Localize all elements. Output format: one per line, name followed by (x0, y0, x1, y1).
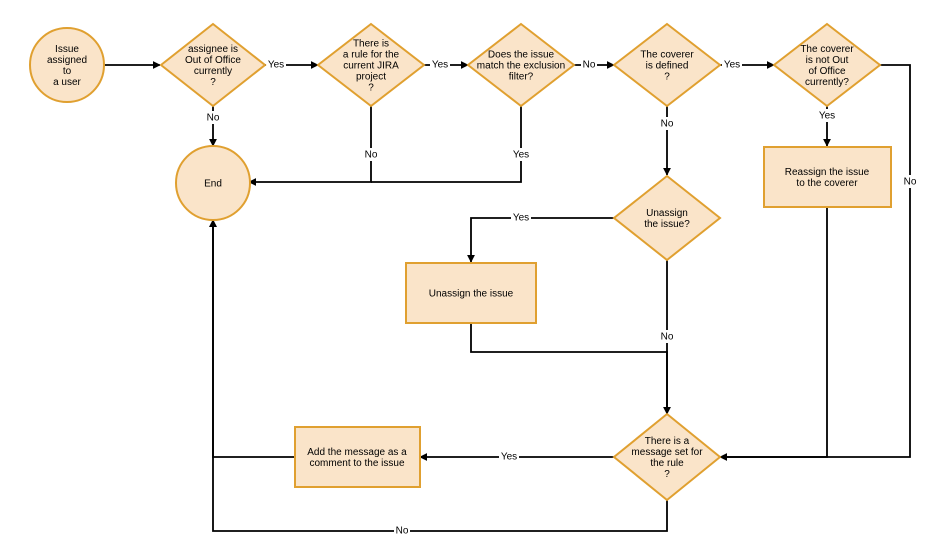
svg-text:No: No (661, 119, 674, 130)
edge-label-rule-yes: Yes (430, 58, 450, 71)
edge-filter-yes (371, 106, 522, 183)
edge-label-rule-no: No (363, 148, 379, 161)
edge-label-filter-no: No (581, 58, 597, 71)
svg-text:No: No (207, 113, 220, 124)
edge-message-no (209, 219, 668, 532)
svg-text:No: No (583, 60, 596, 71)
edge-label-unassign-no: No (659, 330, 675, 343)
edge-label-unassign-yes: Yes (511, 211, 531, 224)
edge-unassign-yes (467, 217, 614, 263)
edge-label-cov-ooo-no: No (902, 175, 918, 188)
end-node: End (175, 145, 251, 221)
edge-label-coverer-no: No (659, 117, 675, 130)
svg-text:Yes: Yes (513, 150, 529, 161)
edge-label-cov-ooo-yes: Yes (817, 109, 837, 122)
edge-rule-no (248, 106, 372, 186)
svg-text:No: No (904, 177, 917, 188)
svg-text:Yes: Yes (268, 60, 284, 71)
edge-labels: Yes No Yes No Yes No Yes No (205, 58, 918, 537)
edge-label-filter-yes: Yes (511, 148, 531, 161)
edge-reassign-to-message (720, 207, 828, 458)
svg-text:No: No (396, 526, 409, 537)
edge-label-ooo-yes: Yes (266, 58, 286, 71)
edge-label-message-yes: Yes (499, 450, 519, 463)
edge-comment-to-end (209, 219, 295, 458)
end-node-label: End (204, 179, 222, 190)
edge-label-coverer-yes: Yes (722, 58, 742, 71)
process-unassign-label: Unassign the issue (429, 289, 514, 300)
svg-text:No: No (661, 332, 674, 343)
svg-text:Yes: Yes (432, 60, 448, 71)
edge-punassign-to-message (470, 323, 668, 414)
svg-text:No: No (365, 150, 378, 161)
svg-text:Yes: Yes (819, 111, 835, 122)
svg-text:Yes: Yes (513, 213, 529, 224)
svg-text:Yes: Yes (501, 452, 517, 463)
edge-cov-ooo-no (719, 64, 911, 461)
edge-label-message-no: No (394, 524, 410, 537)
edge-label-ooo-no: No (205, 111, 221, 124)
process-unassign: Unassign the issue (405, 262, 537, 324)
svg-text:Yes: Yes (724, 60, 740, 71)
